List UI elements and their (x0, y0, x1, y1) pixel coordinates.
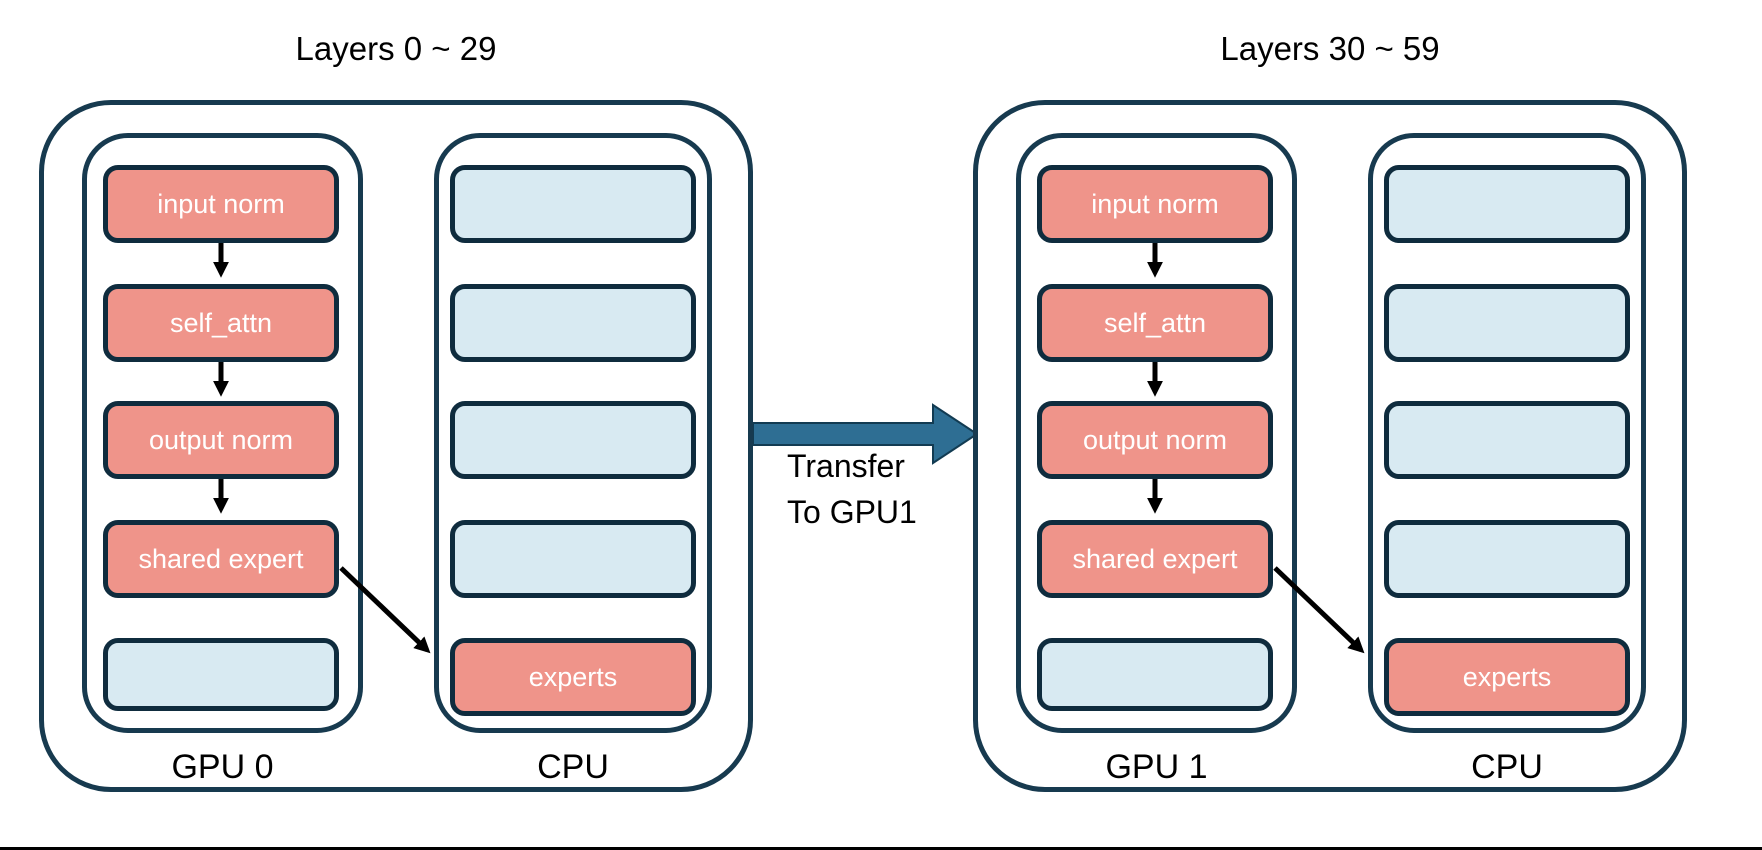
module-box-output-norm: output norm (103, 401, 339, 479)
module-box-empty (450, 401, 696, 479)
transfer-label: Transfer To GPU1 (787, 443, 917, 535)
module-box-self-attn: self_attn (103, 284, 339, 362)
cpu-label: CPU (537, 748, 609, 786)
gpu1-container: input norm self_attn output norm shared … (1016, 133, 1297, 733)
module-box-empty (450, 520, 696, 598)
module-box-input-norm: input norm (103, 165, 339, 243)
bottom-border-line (0, 847, 1762, 850)
module-box-shared-expert: shared expert (1037, 520, 1273, 598)
module-box-empty (1384, 520, 1630, 598)
node-container: input norm self_attn output norm shared … (39, 100, 753, 792)
module-box-input-norm: input norm (1037, 165, 1273, 243)
gpu0-container: input norm self_attn output norm shared … (82, 133, 363, 733)
module-box-output-norm: output norm (1037, 401, 1273, 479)
module-box-empty (1384, 284, 1630, 362)
module-box-shared-expert: shared expert (103, 520, 339, 598)
cpu-label: CPU (1471, 748, 1543, 786)
gpu-label: GPU 0 (171, 748, 274, 786)
group-title: Layers 0 ~ 29 (295, 30, 497, 67)
module-box-empty (1384, 165, 1630, 243)
module-box-experts: experts (1384, 638, 1630, 716)
module-box-empty (103, 638, 339, 711)
cpu-container: experts (1368, 133, 1646, 733)
module-box-empty (1037, 638, 1273, 711)
transfer-label-line1: Transfer (787, 448, 905, 484)
module-box-experts: experts (450, 638, 696, 716)
module-box-empty (1384, 401, 1630, 479)
module-box-empty (450, 165, 696, 243)
node-container: input norm self_attn output norm shared … (973, 100, 1687, 792)
module-box-empty (450, 284, 696, 362)
module-box-self-attn: self_attn (1037, 284, 1273, 362)
transfer-label-line2: To GPU1 (787, 494, 917, 530)
group-title: Layers 30 ~ 59 (1220, 30, 1440, 67)
gpu-label: GPU 1 (1105, 748, 1208, 786)
cpu-container: experts (434, 133, 712, 733)
transfer-arrow-icon (753, 403, 979, 465)
